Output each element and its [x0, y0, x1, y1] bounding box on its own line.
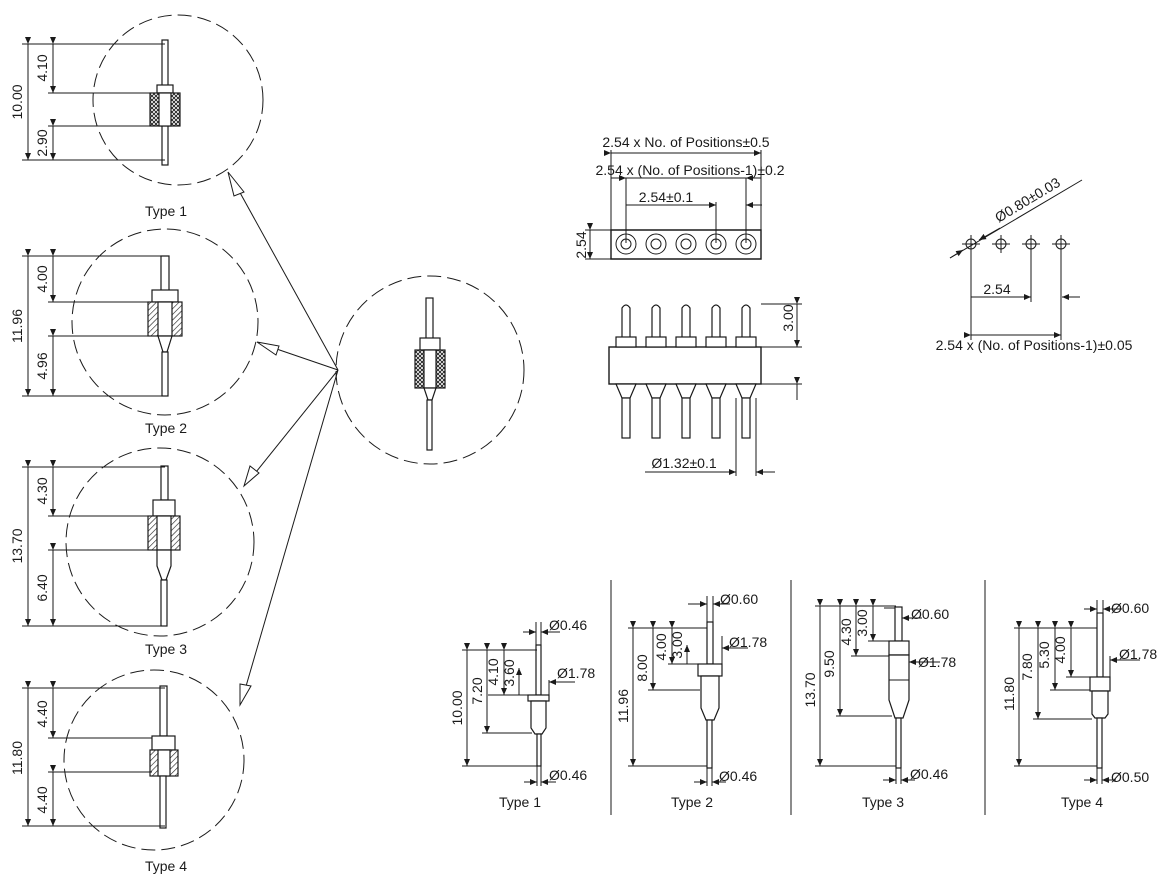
dim-a: 7.20 — [469, 677, 485, 704]
dim-body-diameter: Ø1.78 — [918, 654, 956, 670]
dim-bottom: 2.90 — [34, 129, 50, 156]
leader-arrow — [243, 465, 260, 488]
dim-pin-top-length: 3.00 — [780, 304, 796, 331]
header-body-outline — [610, 229, 762, 260]
pin-type4: 11.80 7.80 5.30 4.00 Ø0.60 Ø1.78 Ø0.50 T… — [1001, 600, 1157, 810]
dim-body-diameter: Ø1.78 — [557, 665, 595, 681]
dim-total: 13.70 — [802, 672, 818, 707]
dim-top: 4.40 — [34, 700, 50, 727]
pcb-holes — [962, 235, 1070, 253]
callout-circle — [335, 275, 525, 465]
dim-c: 4.00 — [1052, 636, 1068, 663]
leader-arrow — [256, 341, 280, 356]
dim-a: 7.80 — [1019, 653, 1035, 680]
detail-caption: Type 1 — [145, 203, 187, 219]
dim-top-diameter: Ø0.60 — [1111, 600, 1149, 616]
dim-c: 3.60 — [501, 659, 517, 686]
dim-top-diameter: Ø0.46 — [549, 617, 587, 633]
pin-caption: Type 3 — [862, 794, 904, 810]
dim-body-height: 2.54 — [573, 231, 589, 258]
detail-caption: Type 3 — [145, 641, 187, 657]
pcb-layout: Ø0.80±0.03 2.54 2.54 x (No. of Positions… — [936, 174, 1133, 353]
detail-circle — [71, 228, 259, 416]
pin-type2: 11.96 8.00 4.00 3.00 Ø0.60 Ø1.78 Ø0.46 T… — [615, 591, 767, 810]
dim-total: 11.80 — [9, 741, 25, 775]
dim-bottom-diameter: Ø0.46 — [549, 767, 587, 783]
dim-bottom: 4.96 — [34, 352, 50, 379]
detail-view-type2: 11.96 4.00 4.96 Type 2 — [9, 228, 259, 436]
dim-bottom-diameter: Ø0.50 — [1111, 769, 1149, 785]
dim-bottom-diameter: Ø0.46 — [719, 768, 757, 784]
leader-line-type3 — [247, 369, 339, 483]
dim-c: 3.00 — [669, 631, 685, 658]
dim-total: 10.00 — [9, 84, 25, 119]
dim-c: 3.00 — [854, 609, 870, 636]
detail-view-type4: 11.80 4.40 4.40 Type 4 — [9, 669, 245, 874]
socket-holes — [615, 233, 757, 255]
dim-top: 4.30 — [34, 477, 50, 504]
dim-b: 4.30 — [838, 618, 854, 645]
dim-body-diameter: Ø1.78 — [729, 634, 767, 650]
dim-total: 13.70 — [9, 528, 25, 563]
detail-view-type3: 13.70 4.30 6.40 Type 3 — [9, 447, 255, 657]
dim-sleeve-diameter: Ø1.32±0.1 — [651, 455, 716, 471]
leader-arrow — [227, 171, 245, 197]
dim-b: 5.30 — [1036, 641, 1052, 668]
dim-b: 4.10 — [485, 658, 501, 685]
dim-total: 11.96 — [9, 309, 25, 343]
pin-type1: 10.00 7.20 4.10 3.60 Ø0.46 Ø1.78 Ø0.46 T… — [449, 617, 595, 810]
dim-pcb-pitch: 2.54 — [983, 281, 1010, 297]
dim-bottom-diameter: Ø0.46 — [910, 766, 948, 782]
pin-row — [615, 304, 757, 439]
dim-top: 4.10 — [34, 54, 50, 81]
dim-body-diameter: Ø1.78 — [1119, 646, 1157, 662]
leader-line-type1 — [232, 179, 339, 371]
dim-a: 9.50 — [821, 650, 837, 677]
dim-total: 10.00 — [449, 690, 465, 725]
dim-bottom: 6.40 — [34, 574, 50, 601]
dim-pitch: 2.54±0.1 — [639, 189, 694, 205]
header-body-side — [608, 346, 762, 385]
dim-a: 8.00 — [634, 654, 650, 681]
callout-source — [227, 171, 525, 707]
pin-caption: Type 2 — [671, 794, 713, 810]
detail-circle — [65, 447, 255, 637]
leader-line-type4 — [241, 369, 339, 701]
dim-total: 11.80 — [1001, 677, 1017, 711]
dim-top-diameter: Ø0.60 — [720, 591, 758, 607]
dim-overall-width: 2.54 x No. of Positions±0.5 — [602, 134, 769, 150]
dim-top-diameter: Ø0.60 — [911, 606, 949, 622]
detail-circle — [92, 14, 264, 186]
dim-pcb-span: 2.54 x (No. of Positions-1)±0.05 — [936, 337, 1133, 353]
pin-caption: Type 4 — [1061, 794, 1103, 810]
detail-view-type1: 10.00 4.10 2.90 Type 1 — [9, 14, 264, 219]
header-top-view: 2.54 x No. of Positions±0.5 2.54 x (No. … — [573, 134, 785, 260]
dim-b: 4.00 — [653, 633, 669, 660]
dim-hole-diameter: Ø0.80±0.03 — [992, 174, 1063, 225]
dim-total: 11.96 — [615, 689, 631, 723]
dim-pitch-span: 2.54 x (No. of Positions-1)±0.2 — [596, 162, 785, 178]
leader-arrow — [239, 683, 252, 707]
pin-type3: 13.70 9.50 4.30 3.00 Ø0.60 Ø1.78 Ø0.46 T… — [802, 599, 956, 810]
detail-caption: Type 2 — [145, 420, 187, 436]
detail-circle — [63, 669, 245, 851]
dim-bottom: 4.40 — [34, 786, 50, 813]
detail-caption: Type 4 — [145, 858, 187, 874]
header-side-view: 3.00 Ø1.32±0.1 — [608, 297, 802, 476]
pin-caption: Type 1 — [499, 794, 541, 810]
dim-top: 4.00 — [34, 265, 50, 292]
